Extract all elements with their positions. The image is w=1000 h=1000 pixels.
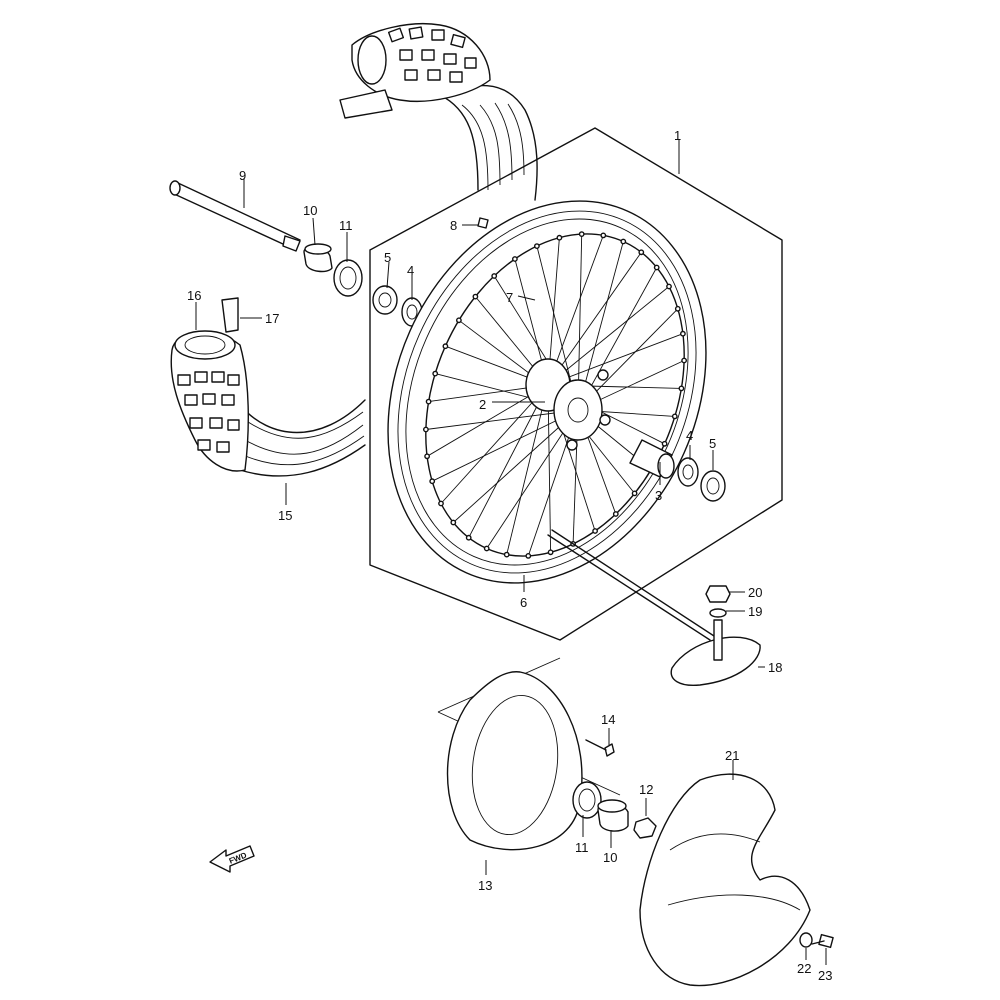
wheel-hub: [525, 358, 611, 451]
spoke: [440, 384, 549, 504]
spoke-nipple-dot: [653, 264, 660, 271]
bearing-right-5: [700, 470, 726, 502]
callout-labels: 1 2 3 4 4 5 5 6 7 8 9 10 10 11 11 12 13 …: [187, 128, 832, 983]
callout-8: 8: [450, 218, 457, 233]
spoke-nipple-dot: [578, 231, 585, 238]
spoke-nipple-dot: [525, 553, 532, 559]
spoke-nipple-dot: [472, 293, 479, 300]
callout-12: 12: [639, 782, 653, 797]
spoke-nipple-dot: [429, 478, 436, 485]
spoke-nipple-dot: [483, 545, 490, 552]
callout-13: 13: [478, 878, 492, 893]
spoke-nipple-dot: [438, 500, 444, 507]
spoke: [468, 384, 549, 538]
spoke: [547, 235, 604, 386]
spoke-nipple-dot: [612, 511, 619, 517]
spoke: [425, 409, 579, 430]
spoke-nipple-dot: [547, 549, 554, 556]
spoke-nipple-dot: [491, 273, 498, 279]
tire-upper-illustration: [339, 23, 538, 201]
spoke-nipple-dot: [503, 551, 510, 558]
callout-5-left: 5: [384, 250, 391, 265]
spoke-nipple-dot: [432, 370, 439, 377]
callout-3: 3: [655, 488, 662, 503]
spoke-nipple-dot: [465, 534, 472, 541]
callout-17: 17: [265, 311, 279, 326]
callout-6: 6: [520, 595, 527, 610]
callout-15: 15: [278, 508, 292, 523]
bearing-right-4: [677, 457, 699, 487]
spoke-nipple-dot: [442, 343, 449, 350]
callout-10-right: 10: [603, 850, 617, 865]
callout-23: 23: [818, 968, 832, 983]
spoke-nipple-dot: [424, 453, 430, 460]
spoke-nipple-dot: [671, 413, 678, 420]
spoke-nipple-dot: [592, 528, 598, 534]
spoke: [547, 252, 642, 386]
spoke-nipple-dot: [455, 317, 462, 324]
tire-side-illustration: [170, 297, 366, 477]
spoke-nipple-dot: [425, 398, 432, 405]
forward-direction-arrow: FWD: [209, 845, 255, 873]
spoke: [506, 384, 549, 555]
callout-10-left: 10: [303, 203, 317, 218]
rim-lock: [547, 529, 761, 687]
spoke: [547, 384, 552, 553]
spoke-nipple-dot: [600, 232, 607, 239]
fork-guard: [639, 773, 811, 987]
spoke-nipple-dot: [638, 249, 645, 256]
spoke-nipple: [477, 217, 489, 229]
callout-11-left: 11: [339, 218, 353, 233]
callout-9: 9: [239, 168, 246, 183]
washer-22: [799, 932, 813, 948]
spoke: [432, 409, 579, 482]
callout-4-right: 4: [686, 428, 693, 443]
spoke-nipple-dot: [534, 243, 540, 250]
spoke-nipple-dot: [678, 385, 685, 392]
spoke-nipple-dot: [666, 283, 672, 290]
spoke: [547, 333, 684, 386]
callout-2: 2: [479, 397, 486, 412]
front-axle: [169, 180, 301, 252]
spoke-nipple-dot: [620, 238, 627, 245]
bolt-23: [811, 933, 834, 949]
callout-1: 1: [674, 128, 681, 143]
callout-22: 22: [797, 961, 811, 976]
spoke-nipple-dot: [450, 519, 457, 526]
callout-7: 7: [506, 290, 513, 305]
spoke-nipple-dot: [661, 440, 668, 447]
axle-nut: [633, 817, 657, 839]
oil-seal-right: [572, 781, 602, 819]
wheel-assembly-outline: [369, 127, 783, 641]
leader-lines: [195, 140, 827, 965]
spoke-nipple-dot: [556, 234, 563, 241]
axle-spacer-left: [303, 243, 333, 273]
callout-18: 18: [768, 660, 782, 675]
callout-11-right: 11: [575, 840, 589, 855]
callout-16: 16: [187, 288, 201, 303]
callout-20: 20: [748, 585, 762, 600]
spoke: [452, 409, 579, 523]
axle-spacer-right-outer: [597, 799, 629, 832]
spoke-nipple-dot: [422, 426, 429, 433]
callout-19: 19: [748, 604, 762, 619]
spoke: [547, 286, 670, 386]
callout-21: 21: [725, 748, 739, 763]
oil-seal-left: [333, 259, 363, 297]
fwd-label: FWD: [228, 851, 248, 866]
spoke-nipple-dot: [512, 256, 518, 262]
brake-disc: [437, 657, 621, 851]
spoke-nipple-dot: [680, 330, 686, 337]
spoke-nipple-dot: [674, 305, 681, 312]
spoke-nipple-dot: [631, 490, 638, 497]
spoke-nipple-dot: [681, 357, 687, 364]
callout-5-right: 5: [709, 436, 716, 451]
bearing-left-5: [372, 285, 398, 315]
callout-14: 14: [601, 712, 615, 727]
callout-4-left: 4: [407, 263, 414, 278]
